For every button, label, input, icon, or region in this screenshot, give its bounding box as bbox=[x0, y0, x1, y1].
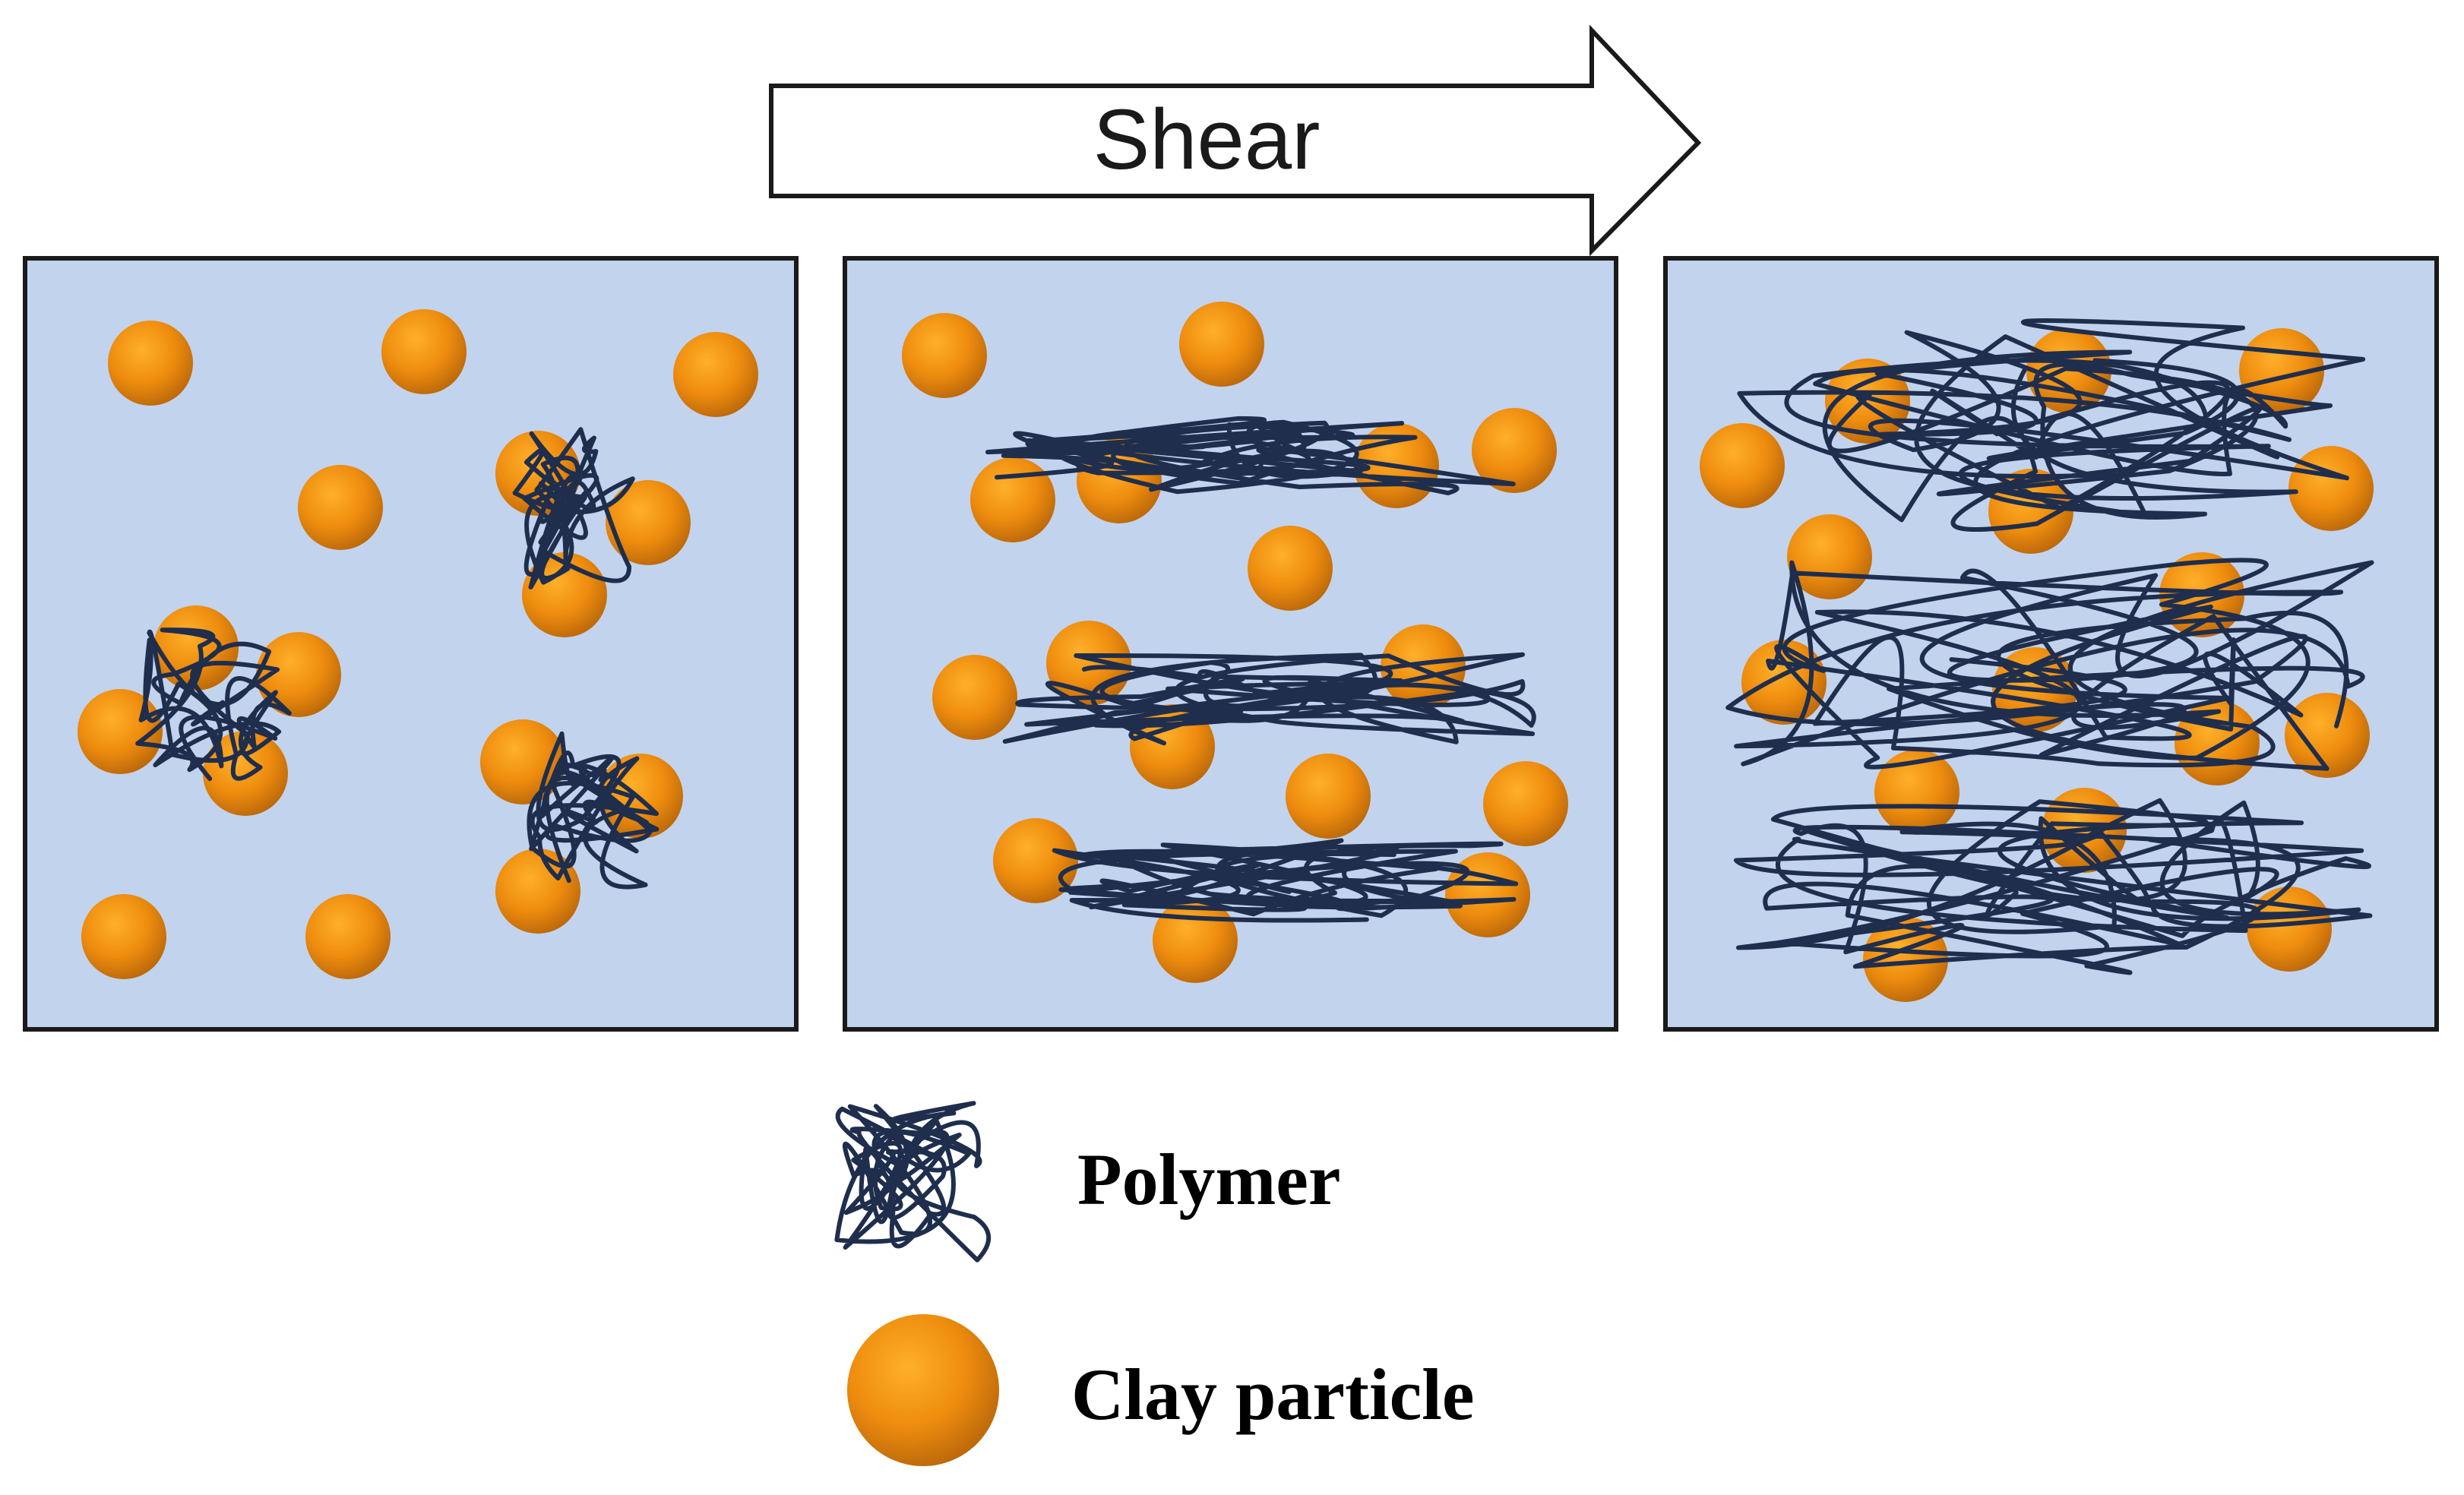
clay-legend-icon bbox=[847, 1314, 999, 1466]
clay-particle bbox=[381, 309, 467, 394]
polymer-chain-row-2 bbox=[1002, 652, 1536, 746]
clay-particle bbox=[108, 321, 193, 406]
panel-2-polymer bbox=[985, 416, 1536, 923]
clay-particle bbox=[1472, 408, 1557, 493]
polymer-network-upper bbox=[1737, 318, 2366, 532]
polymer-chain-row-1 bbox=[985, 416, 1516, 495]
clay-particle bbox=[970, 457, 1055, 542]
panel-aligned bbox=[843, 256, 1618, 1032]
legend: Polymer Clay particle bbox=[834, 1101, 1475, 1466]
polymer-coil-2 bbox=[135, 627, 292, 782]
clay-particle bbox=[2285, 693, 2370, 778]
clay-particle bbox=[495, 849, 580, 934]
clay-particle bbox=[203, 731, 288, 816]
polymer-coil-3 bbox=[527, 731, 659, 890]
clay-particle bbox=[256, 632, 341, 717]
clay-particle bbox=[2247, 887, 2332, 972]
clay-particle bbox=[1286, 754, 1371, 839]
polymer-coil-1 bbox=[512, 427, 635, 589]
panel-1-polymer bbox=[135, 427, 659, 890]
clay-particle bbox=[932, 655, 1017, 740]
clay-particle bbox=[606, 480, 691, 565]
clay-particle bbox=[1248, 526, 1333, 611]
clay-legend-label: Clay particle bbox=[1071, 1354, 1475, 1435]
clay-particle bbox=[673, 332, 758, 417]
panel-unsheared bbox=[23, 256, 799, 1032]
panel-dispersed bbox=[1663, 256, 2439, 1032]
clay-particle bbox=[2288, 446, 2374, 531]
polymer-network-middle bbox=[1725, 558, 2374, 771]
shear-arrow: Shear bbox=[769, 24, 1702, 257]
panel-2-particles bbox=[902, 302, 1568, 983]
polymer-legend-icon bbox=[834, 1101, 992, 1263]
clay-particle bbox=[1863, 917, 1948, 1002]
shear-label: Shear bbox=[1093, 92, 1321, 187]
polymer-legend-label: Polymer bbox=[1077, 1139, 1341, 1220]
clay-particle bbox=[1483, 761, 1568, 846]
clay-particle bbox=[81, 894, 166, 979]
clay-particle bbox=[993, 818, 1078, 903]
panel-3-polymer bbox=[1725, 318, 2374, 975]
clay-particle bbox=[305, 894, 391, 979]
polymer-network-lower bbox=[1733, 798, 2373, 975]
polymer-chain-row-3 bbox=[1052, 838, 1519, 923]
clay-particle bbox=[298, 465, 383, 550]
clay-particle bbox=[902, 313, 987, 398]
clay-particle bbox=[1874, 750, 1959, 835]
clay-particle bbox=[1700, 423, 1785, 508]
clay-particle bbox=[1179, 302, 1264, 387]
polymer-legend-coil bbox=[834, 1101, 992, 1263]
